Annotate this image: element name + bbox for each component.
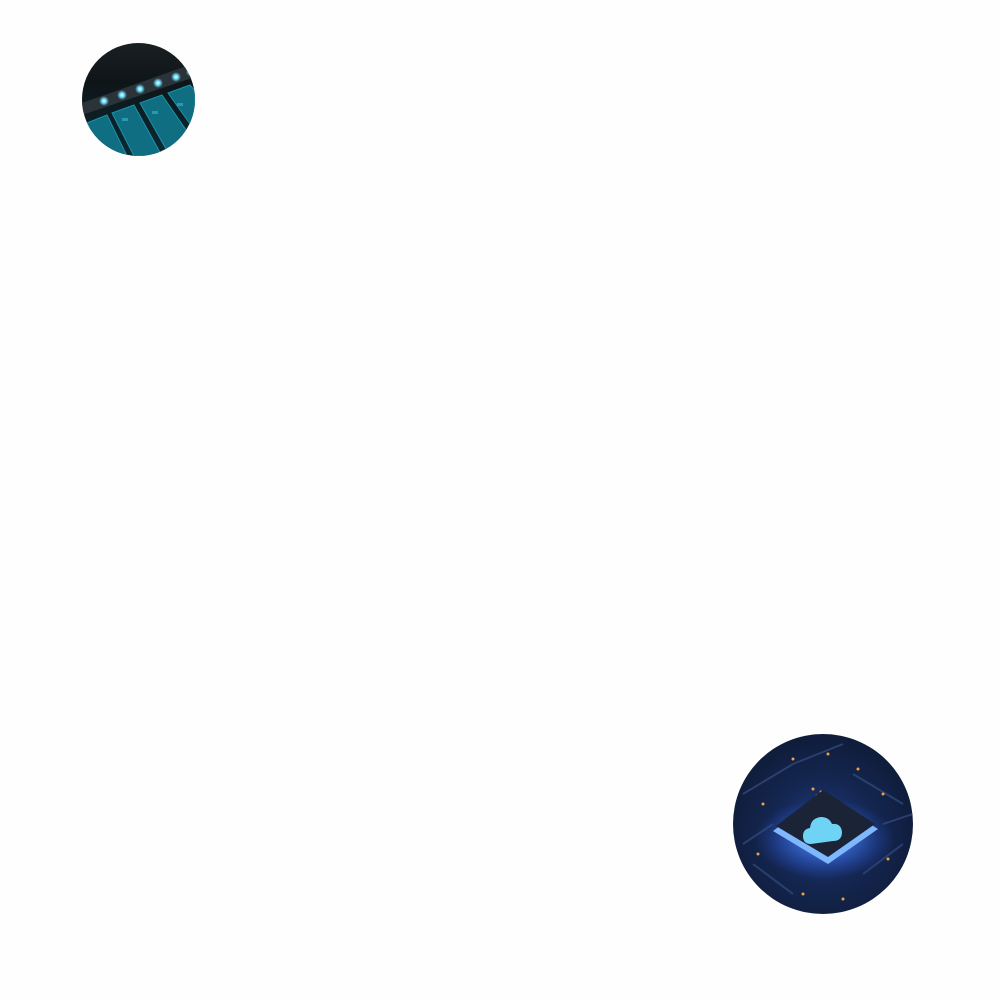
cloud-chip-icon (733, 734, 913, 914)
cloud-chip-image (733, 734, 913, 914)
network-switch-image (82, 43, 195, 156)
ethernet-switch-icon (82, 43, 195, 156)
